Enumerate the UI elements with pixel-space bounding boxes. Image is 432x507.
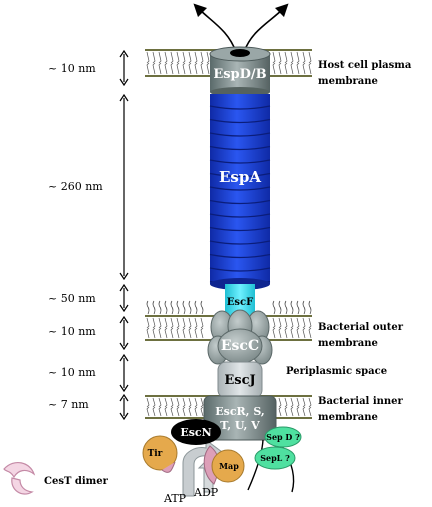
host-membrane-label-2: membrane xyxy=(318,76,378,87)
dim-periplasm-label: ~ 10 nm xyxy=(48,366,96,379)
escn-label: EscN xyxy=(180,426,211,439)
escj-label: EscJ xyxy=(224,373,255,388)
escn-atpase: EscN xyxy=(171,419,221,445)
sepl-protein: SepL ? xyxy=(254,446,296,470)
sepd-label: Sep D ? xyxy=(266,432,300,442)
espa-rings xyxy=(209,105,271,286)
sepd-protein: Sep D ? xyxy=(264,426,302,448)
escrstuv-complex: EscR, S, T, U, V xyxy=(203,395,277,441)
tir-label: Tir xyxy=(148,449,163,459)
host-membrane-label-1: Host cell plasma xyxy=(318,60,412,71)
dim-outer-label: ~ 10 nm xyxy=(48,325,96,338)
tir-effector: Tir xyxy=(142,435,178,473)
membranes xyxy=(145,49,312,419)
dim-espa-label: ~ 260 nm xyxy=(48,180,103,193)
secretion-arrows xyxy=(193,3,289,53)
map-label: Map xyxy=(219,461,239,471)
dimension-scale xyxy=(119,49,129,421)
outer-membrane-label-1: Bacterial outer xyxy=(318,322,404,333)
espa-filament: EspA xyxy=(209,94,271,290)
inner-membrane xyxy=(145,395,312,419)
sepl-label: SepL ? xyxy=(260,453,290,463)
escj-ring: EscJ xyxy=(217,361,263,399)
outer-membrane-label-2: membrane xyxy=(318,338,378,349)
dim-espdb-label: ~ 10 nm xyxy=(48,62,96,75)
inner-membrane-label-2: membrane xyxy=(318,412,378,423)
escf-label: EscF xyxy=(227,297,253,308)
map-effector: Map xyxy=(203,445,245,485)
cest-dimer: CesT dimer xyxy=(3,461,109,495)
espa-label: EspA xyxy=(219,168,261,186)
escc-label: EscC xyxy=(221,338,259,354)
espdb-pore: EspD/B xyxy=(209,46,271,97)
escrstuv-label-2: T, U, V xyxy=(220,419,260,432)
cest-label: CesT dimer xyxy=(44,476,109,487)
dim-inner-label: ~ 7 nm xyxy=(48,398,89,411)
atp-label: ATP xyxy=(163,492,187,505)
escrstuv-label-1: EscR, S, xyxy=(215,405,264,418)
host-membrane xyxy=(145,49,312,77)
periplasm-label: Periplasmic space xyxy=(286,366,387,377)
escc-secretin: EscC xyxy=(207,309,273,365)
adp-label: ADP xyxy=(193,486,219,499)
inner-membrane-label-1: Bacterial inner xyxy=(318,396,404,407)
espdb-label: EspD/B xyxy=(213,67,266,82)
dim-escf-label: ~ 50 nm xyxy=(48,292,96,305)
